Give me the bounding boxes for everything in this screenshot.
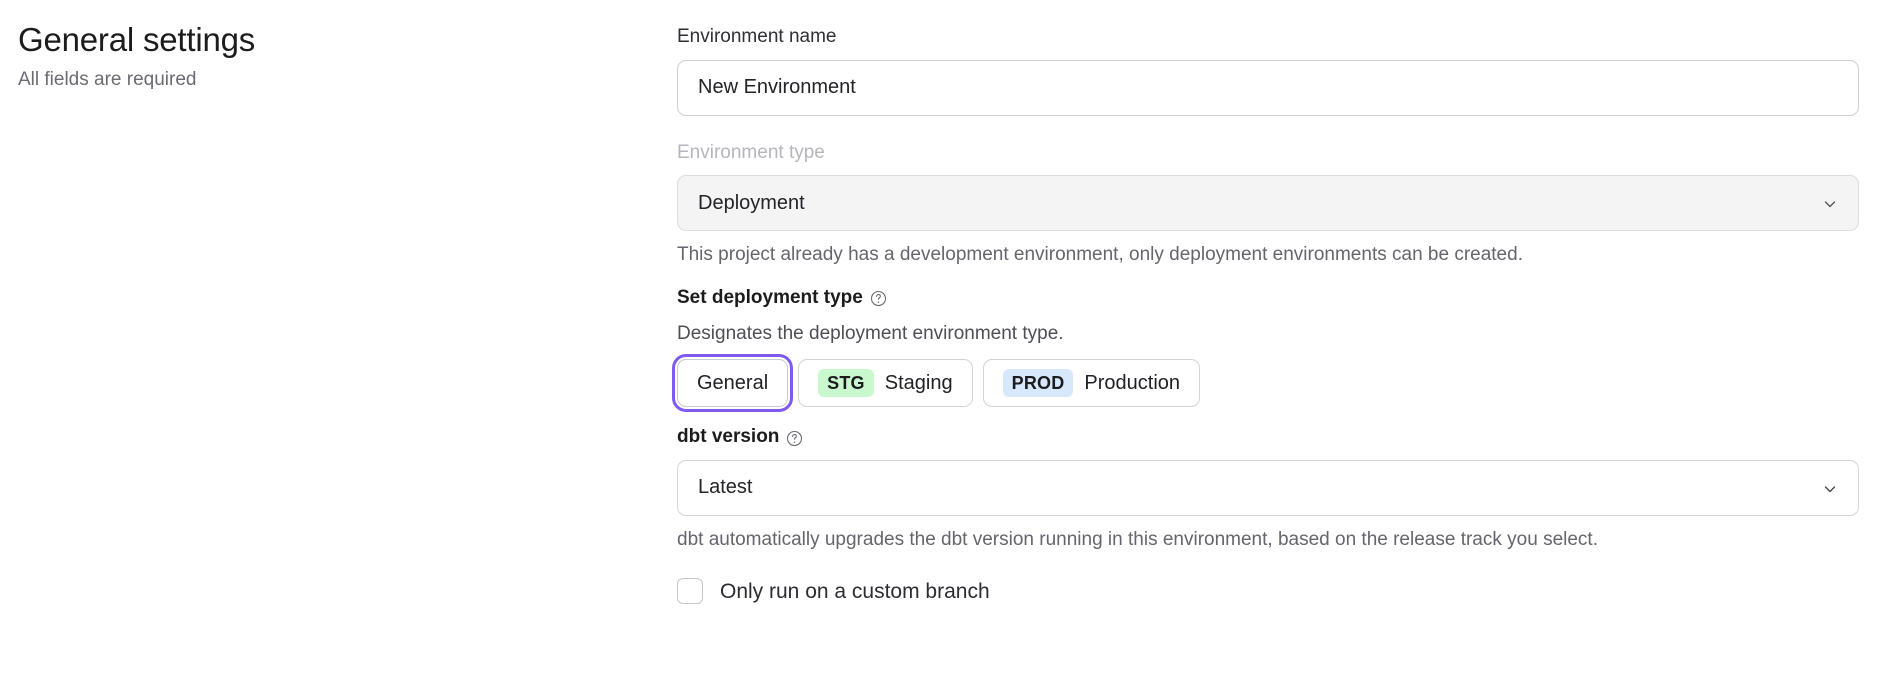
deployment-type-label: Set deployment type (677, 286, 863, 308)
deployment-type-field-group: Set deployment type Designates the deplo… (671, 285, 1859, 413)
dbt-version-label: dbt version (677, 426, 780, 448)
custom-branch-label: Only run on a custom branch (720, 579, 990, 603)
deployment-type-option-general[interactable]: General (671, 354, 794, 413)
chevron-down-icon (1822, 195, 1838, 211)
deployment-type-label-row: Set deployment type (677, 285, 1859, 311)
chevron-down-icon (1822, 480, 1838, 496)
help-circle-icon[interactable] (870, 289, 887, 307)
dbt-version-helper-text: dbt automatically upgrades the dbt versi… (677, 528, 1598, 550)
environment-name-field-group: Environment name New Environment (677, 24, 1859, 116)
environment-type-label: Environment type (677, 141, 825, 163)
settings-header: General settings All fields are required (18, 20, 638, 92)
deployment-type-option-staging-label: Staging (884, 371, 953, 394)
help-circle-icon[interactable] (786, 429, 803, 446)
dbt-version-select[interactable]: Latest (677, 459, 1859, 516)
deployment-type-option-staging[interactable]: STG Staging (798, 359, 973, 408)
deployment-type-option-general-label: General (697, 371, 769, 394)
environment-name-label: Environment name (677, 26, 837, 47)
page-title: General settings (18, 21, 256, 58)
page-subtitle: All fields are required (18, 68, 197, 90)
custom-branch-checkbox[interactable] (677, 578, 703, 605)
environment-type-select[interactable]: Deployment (677, 175, 1859, 232)
deployment-type-option-production-label: Production (1084, 371, 1181, 394)
deployment-type-options: General STG Staging PROD Production (671, 354, 1859, 413)
settings-form: Environment name New Environment Environ… (671, 24, 1859, 605)
environment-name-value: New Environment (698, 76, 856, 99)
dbt-version-field-group: dbt version Latest dbt automatica (677, 424, 1859, 552)
deployment-type-description: Designates the deployment environment ty… (677, 322, 1064, 344)
environment-name-input[interactable]: New Environment (677, 59, 1859, 116)
staging-badge: STG (818, 369, 874, 398)
dbt-version-label-row: dbt version (677, 424, 1859, 450)
environment-type-helper-text: This project already has a development e… (677, 244, 1523, 266)
dbt-version-value: Latest (698, 476, 753, 499)
environment-type-value: Deployment (698, 191, 805, 214)
custom-branch-row: Only run on a custom branch (677, 578, 1859, 605)
environment-type-field-group: Environment type Deployment This project… (677, 140, 1859, 268)
production-badge: PROD (1002, 369, 1074, 398)
deployment-type-option-production[interactable]: PROD Production (982, 359, 1201, 408)
